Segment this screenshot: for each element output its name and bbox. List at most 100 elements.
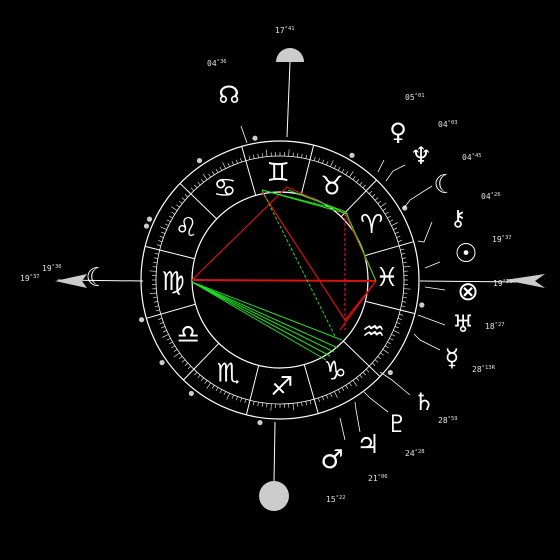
asc-axis-line — [419, 280, 526, 283]
chiron-degree-label: 04°26 — [481, 192, 501, 201]
sign-divider — [340, 179, 377, 218]
degree-tick — [322, 396, 325, 401]
degree-tick — [359, 181, 363, 186]
north-node-icon: ☊ — [218, 81, 239, 109]
degree-tick — [341, 387, 345, 392]
saturn-degree-label: 28°59 — [438, 416, 458, 425]
sign-divider — [146, 303, 196, 319]
degree-tick — [160, 226, 167, 230]
degree-tick — [171, 345, 176, 349]
earth-icon: ⊗ — [457, 277, 479, 307]
degree-tick — [359, 374, 363, 379]
uranus-icon: ♅ — [452, 310, 474, 338]
degree-tick — [352, 176, 356, 180]
planet-glyphs: ☊ ♀ ♆ ☾ ⚷ ☉ ⊗ ♅ ☿ ♄ ♇ ♃ ♂ ☾ — [85, 81, 479, 475]
degree-tick — [197, 374, 201, 379]
venus-degree-label: 05°01 — [405, 93, 425, 102]
libra-icon: ♎ — [177, 320, 200, 350]
degree-tick — [197, 181, 201, 186]
sign-divider — [145, 245, 195, 260]
degree-tick — [159, 235, 164, 238]
degree-tick — [380, 352, 384, 356]
capricorn-icon: ♑ — [323, 357, 346, 387]
venus-icon: ♀ — [389, 118, 407, 146]
degree-tick — [166, 219, 171, 223]
pointer-line — [363, 391, 389, 413]
degree-tick — [253, 401, 255, 406]
degree-tick — [349, 382, 352, 387]
aspect-line — [261, 189, 337, 339]
degree-tick — [362, 371, 366, 376]
degree-tick — [176, 204, 180, 208]
degree-tick — [178, 200, 183, 204]
house-cusp-dot — [138, 317, 145, 323]
degree-tick — [261, 153, 264, 158]
degree-tick — [326, 394, 329, 399]
pointer-line — [339, 417, 346, 441]
degree-tick — [156, 244, 161, 247]
sun-icon: ☉ — [454, 239, 477, 269]
earth-degree-label: 19°36 — [493, 279, 513, 288]
pointer-line — [417, 314, 446, 326]
ic-marker-icon — [259, 481, 289, 511]
degree-tick — [365, 368, 370, 373]
degree-tick — [202, 173, 208, 180]
degree-tick — [227, 162, 230, 167]
degree-tick — [231, 161, 234, 166]
degree-tick — [171, 211, 176, 215]
moon-degree-label: 04°45 — [462, 153, 482, 162]
gemini-icon: ♊ — [266, 158, 289, 188]
degree-tick — [384, 211, 389, 215]
degree-tick — [296, 153, 299, 158]
degree-tick — [326, 161, 329, 166]
degree-tick — [240, 158, 242, 163]
degree-tick — [356, 178, 360, 183]
degree-tick — [211, 171, 215, 176]
cancer-icon: ♋ — [213, 173, 236, 203]
house-cusp-dot — [387, 369, 393, 376]
pointer-line — [385, 164, 406, 182]
degree-tick — [296, 402, 299, 407]
aspect-line — [191, 281, 339, 349]
degree-tick — [292, 403, 294, 411]
degree-tick — [149, 292, 157, 294]
moon-icon: ☾ — [85, 263, 108, 293]
degree-tick — [200, 377, 204, 382]
degree-tick — [382, 208, 387, 211]
degree-tick — [153, 296, 158, 299]
degree-tick — [391, 334, 396, 337]
degree-tick — [153, 257, 158, 259]
degree-tick — [402, 261, 407, 264]
mc-marker-icon — [276, 48, 304, 62]
mars-icon: ♂ — [320, 445, 343, 475]
house-cusp-dot — [196, 158, 203, 164]
sign-divider — [183, 342, 220, 381]
degree-tick — [345, 384, 349, 389]
degree-tick — [400, 248, 405, 251]
degree-tick — [362, 184, 366, 189]
house-cusp-dot — [257, 419, 263, 426]
neptune-degree-label: 04°03 — [438, 120, 458, 129]
pointer-line — [377, 159, 385, 173]
pointer-line — [379, 371, 411, 396]
uranus-degree-label: 18°27 — [485, 322, 505, 331]
degree-tick — [171, 206, 178, 211]
pointer-line — [240, 125, 248, 144]
degree-tick — [155, 309, 160, 312]
degree-tick — [305, 401, 307, 406]
degree-tick — [380, 202, 387, 208]
degree-tick — [301, 402, 303, 407]
mc-axis-line — [286, 61, 291, 138]
degree-tick — [266, 149, 268, 157]
degree-tick — [257, 153, 259, 158]
degree-tick — [382, 349, 389, 354]
degree-tick — [219, 166, 223, 171]
degree-tick — [173, 352, 180, 358]
degree-tick — [402, 296, 407, 299]
chiron-icon: ⚷ — [450, 207, 466, 232]
degree-tick — [352, 380, 358, 387]
degree-tick — [318, 397, 320, 402]
degree-tick — [397, 240, 402, 242]
degree-tick — [401, 305, 406, 307]
